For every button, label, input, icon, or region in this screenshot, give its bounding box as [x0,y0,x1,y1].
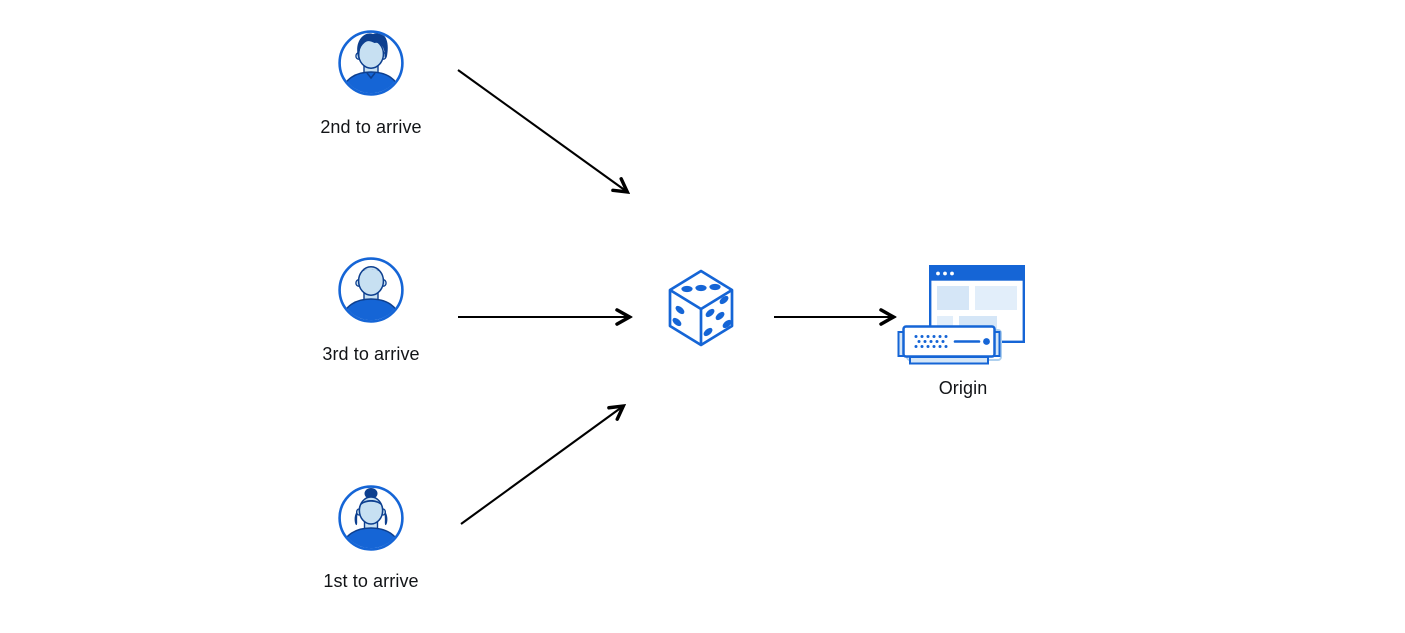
dice-icon [668,269,734,347]
node-random-selector [666,268,738,352]
arrow-visitor2nd-to-dice [457,69,626,191]
node-label: 2nd to arrive [320,117,422,137]
node-visitor-3rd: 3rd to arrive [291,257,451,367]
user-avatar-female-bun-icon [338,485,404,551]
user-avatar-male-short-hair-icon [338,257,404,323]
node-visitor-2nd: 2nd to arrive [291,30,451,140]
arrow-visitor1st-to-dice [460,407,622,525]
node-visitor-1st: 1st to arrive [291,485,451,595]
node-label: 1st to arrive [323,571,419,591]
node-origin: Origin [883,265,1043,400]
server-icon [897,325,1002,365]
node-label: Origin [938,378,988,398]
user-avatar-male-swept-hair-icon [338,30,404,96]
node-label: 3rd to arrive [322,344,420,364]
